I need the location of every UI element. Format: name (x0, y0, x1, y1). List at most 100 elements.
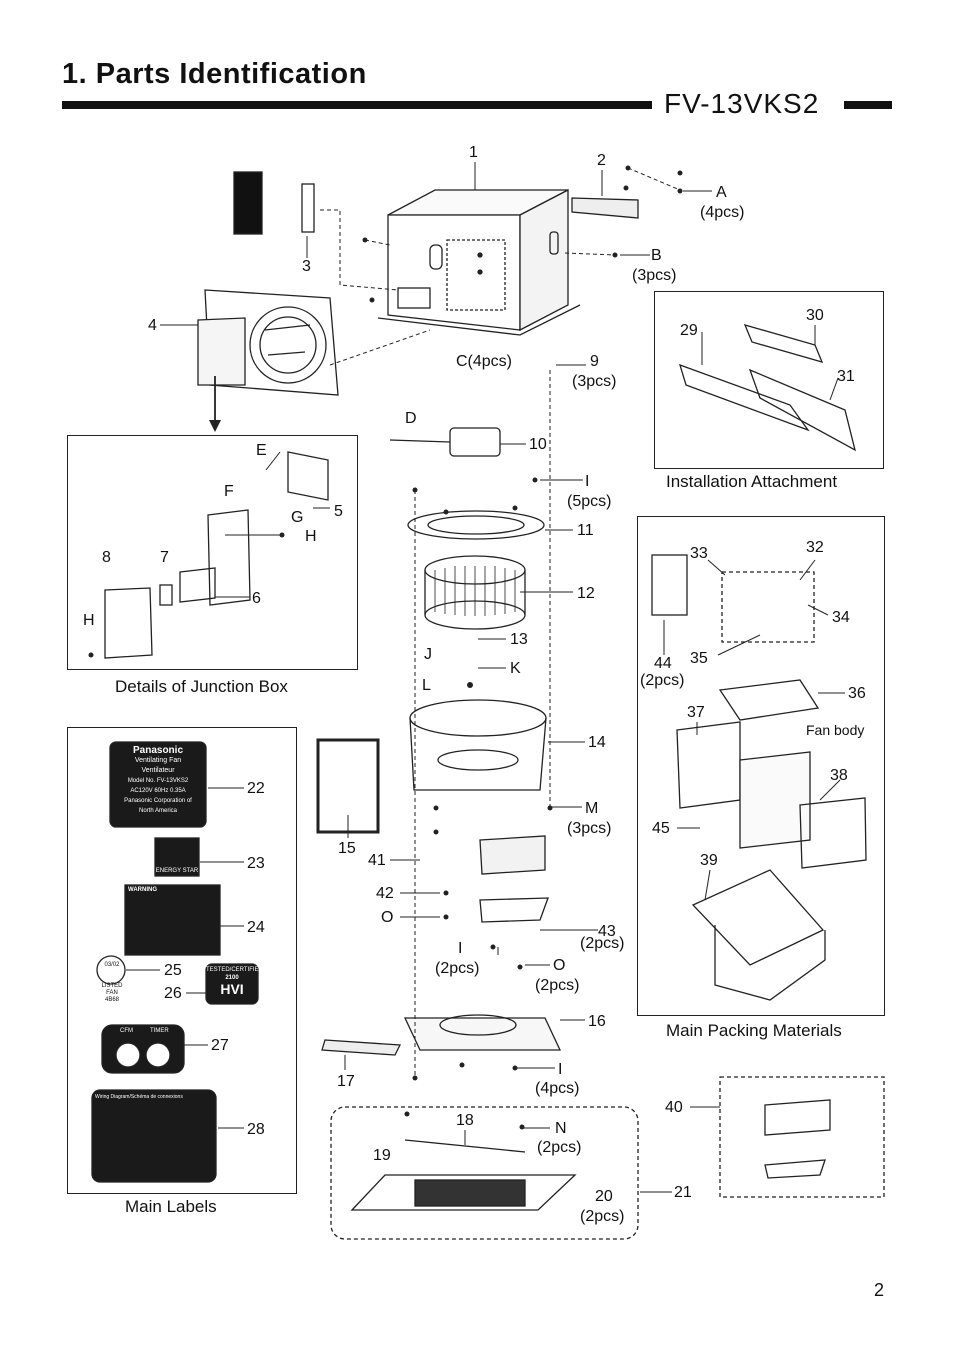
callout-A-qty: (4pcs) (700, 204, 745, 221)
ul-listed: LISTED (101, 983, 123, 989)
callout-39: 39 (700, 852, 718, 869)
installation-attachment-caption: Installation Attachment (666, 472, 838, 491)
callout-31: 31 (837, 368, 855, 385)
callout-I-2-qty: (2pcs) (435, 960, 480, 977)
callout-N-qty: (2pcs) (537, 1139, 582, 1156)
callout-43: 43 (598, 923, 616, 940)
callout-22: 22 (247, 780, 265, 797)
hvi-text: HVI (220, 981, 244, 997)
callout-B: B (651, 247, 662, 264)
callout-I-3-qty: (4pcs) (535, 1080, 580, 1097)
callout-9-qty: (3pcs) (572, 373, 617, 390)
callout-I-1: I (585, 473, 590, 490)
callout-37: 37 (687, 704, 705, 721)
callout-15: 15 (338, 840, 356, 857)
ul-fan: FAN (106, 990, 118, 996)
hvi-label: TESTED/CERTIFIED 2100 HVI (206, 966, 263, 997)
callout-E: E (256, 442, 267, 459)
callout-17: 17 (337, 1073, 355, 1090)
cfm-text: CFM (120, 1028, 133, 1034)
callout-K: K (510, 660, 521, 677)
callout-O-2-qty: (2pcs) (535, 977, 580, 994)
hvi-top: TESTED/CERTIFIED (206, 967, 263, 973)
callout-M: M (585, 800, 599, 817)
callout-H-1: H (305, 528, 317, 545)
panasonic-corp2: North America (138, 808, 177, 814)
model-number: FV-13VKS2 (664, 88, 820, 119)
callout-24: 24 (247, 919, 265, 936)
callout-A: A (716, 184, 727, 201)
panasonic-model: Model No. FV-13VKS2 (127, 778, 189, 784)
panasonic-label: Panasonic Ventilating Fan Ventilateur Mo… (110, 746, 206, 816)
callout-2: 2 (597, 152, 606, 169)
callout-I-3: I (558, 1061, 563, 1078)
callout-38: 38 (830, 767, 848, 784)
ul-label: 03/02 LISTED FAN 4B68 (92, 962, 132, 1004)
callout-44-qty: (2pcs) (640, 672, 685, 689)
callout-28: 28 (247, 1121, 265, 1138)
callout-26: 26 (164, 985, 182, 1002)
callout-20-qty: (2pcs) (580, 1208, 625, 1225)
ul-code: 4B68 (104, 997, 119, 1003)
callout-40: 40 (665, 1099, 683, 1116)
panasonic-rating: AC120V 60Hz 0.35A (130, 788, 186, 794)
callout-M-qty: (3pcs) (567, 820, 612, 837)
panasonic-line1: Ventilating Fan (134, 757, 182, 764)
callout-42: 42 (376, 885, 394, 902)
junction-box-caption: Details of Junction Box (115, 677, 288, 696)
callout-6: 6 (252, 590, 261, 607)
fan-body-label: Fan body (806, 722, 865, 738)
callout-30: 30 (806, 307, 824, 324)
warning-title: WARNING (128, 887, 157, 893)
housing-drawing (377, 188, 581, 336)
callout-25: 25 (164, 962, 182, 979)
callout-27: 27 (211, 1037, 229, 1054)
callout-41: 41 (368, 852, 386, 869)
callout-14: 14 (588, 734, 606, 751)
callout-D: D (405, 410, 417, 427)
callout-12: 12 (577, 585, 595, 602)
callout-16: 16 (588, 1013, 606, 1030)
callout-8: 8 (102, 549, 111, 566)
callout-B-qty: (3pcs) (632, 267, 677, 284)
panasonic-corp: Panasonic Corporation of (124, 798, 192, 804)
callout-L: L (422, 677, 431, 694)
callout-O-1: O (381, 909, 394, 926)
callout-18: 18 (456, 1112, 474, 1129)
callout-C: C(4pcs) (456, 353, 513, 370)
main-packing-caption: Main Packing Materials (666, 1021, 842, 1040)
page-title: 1. Parts Identification (62, 58, 367, 90)
callout-5: 5 (334, 503, 343, 520)
callout-G: G (291, 509, 304, 526)
callout-10: 10 (529, 436, 547, 453)
callout-I-1-qty: (5pcs) (567, 493, 612, 510)
callout-4: 4 (148, 317, 157, 334)
callout-N: N (555, 1120, 567, 1137)
callout-45: 45 (652, 820, 670, 837)
header-rule-left (62, 101, 652, 109)
callout-32: 32 (806, 539, 824, 556)
callout-F: F (224, 483, 234, 500)
callout-1: 1 (469, 144, 478, 161)
timer-text: TIMER (150, 1028, 169, 1034)
callout-H-2: H (83, 612, 95, 629)
main-packing-panel (637, 516, 885, 1016)
callout-7: 7 (160, 549, 169, 566)
callout-33: 33 (690, 545, 708, 562)
callout-36: 36 (848, 685, 866, 702)
junction-box-detail-panel (67, 435, 358, 670)
callout-O-2: O (553, 957, 566, 974)
hvi-num: 2100 (225, 975, 239, 981)
header-rule-right (844, 101, 892, 109)
callout-29: 29 (680, 322, 698, 339)
callout-19: 19 (373, 1147, 391, 1164)
ul-date: 03/02 (104, 962, 120, 968)
callout-I-2: I (458, 940, 463, 957)
callout-23: 23 (247, 855, 265, 872)
panasonic-line2: Ventilateur (141, 767, 175, 774)
page-number: 2 (874, 1280, 885, 1300)
callout-J: J (424, 646, 432, 663)
energy-star-text: ENERGY STAR (155, 868, 199, 874)
installation-attachment-panel (654, 291, 884, 469)
